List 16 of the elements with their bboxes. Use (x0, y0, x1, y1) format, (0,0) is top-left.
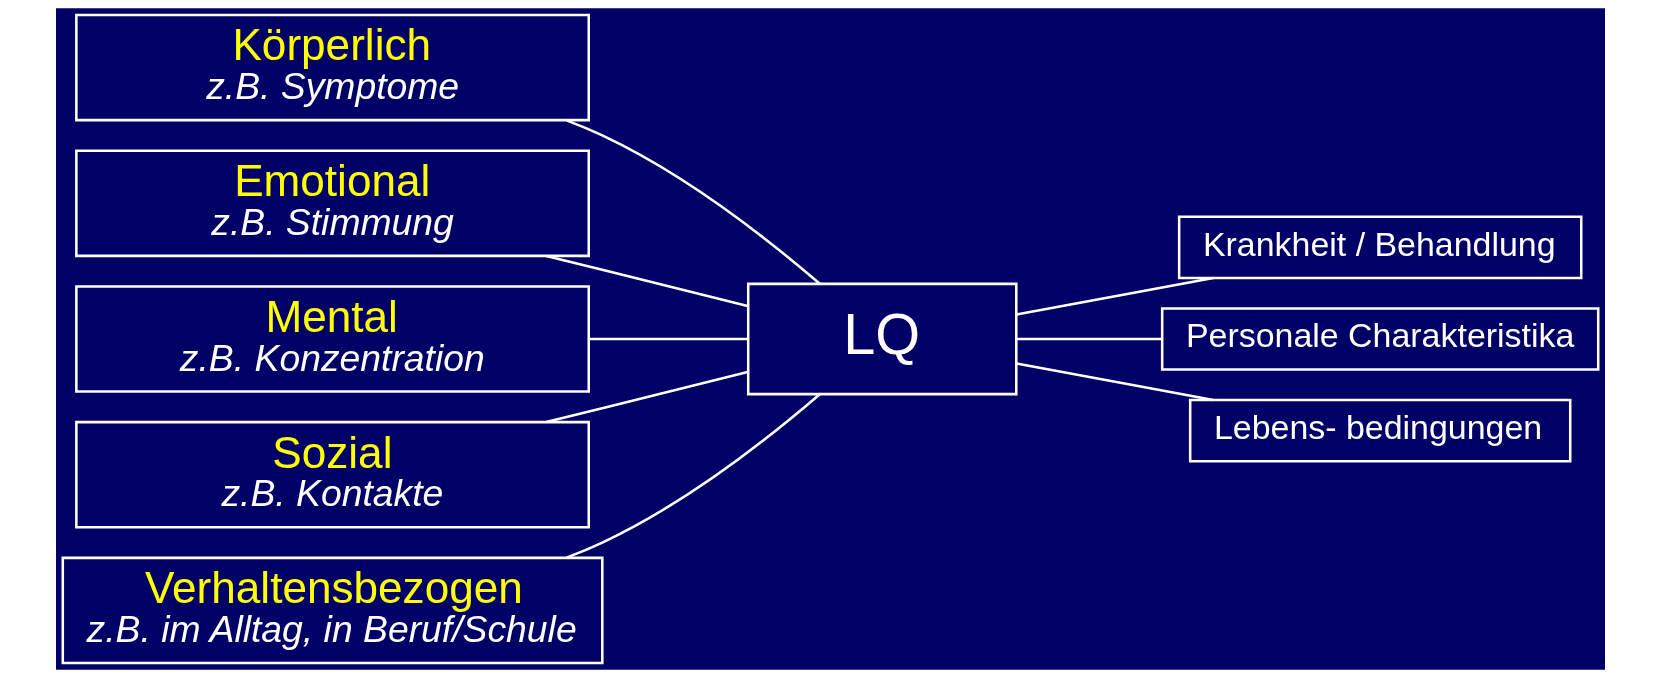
node-box: Mental z.B. Konzentration (74, 285, 590, 393)
node-box: Lebens- bedingungen (1188, 398, 1571, 463)
node-box: Verhaltensbezogen z.B. im Alltag, in Beruf/Schule (61, 556, 604, 665)
connector (588, 337, 747, 341)
node-box: Personale Charakteristika (1160, 307, 1599, 371)
node-box: LQ (746, 282, 1018, 396)
connector (565, 119, 821, 285)
connector (545, 370, 748, 424)
connector (1015, 276, 1214, 316)
connector (545, 254, 748, 308)
node-box: Krankheit / Behandlung (1177, 215, 1582, 280)
node-box: Körperlich z.B. Symptome (74, 13, 590, 122)
connector (1016, 337, 1162, 341)
connector (1015, 362, 1214, 402)
node-box: Sozial z.B. Kontakte (74, 420, 590, 529)
node-box: Emotional z.B. Stimmung (74, 149, 590, 258)
